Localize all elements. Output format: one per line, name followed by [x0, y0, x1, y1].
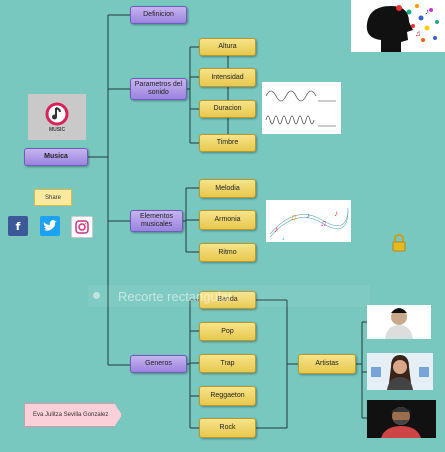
root-label: Musica	[44, 153, 68, 160]
branch-label: Definicion	[143, 11, 174, 18]
node-artistas[interactable]: Artistas	[298, 354, 356, 374]
sound-waves-image	[262, 82, 341, 134]
svg-text:♫: ♫	[290, 212, 297, 222]
music-note-icon	[45, 102, 69, 125]
node-melodia[interactable]: Melodia	[199, 179, 256, 198]
head-silhouette-image: ♪♫	[351, 0, 445, 52]
share-button[interactable]: Share	[34, 189, 72, 206]
node-label: Armonia	[214, 216, 241, 223]
node-timbre[interactable]: Timbre	[199, 134, 256, 152]
root-node[interactable]: Musica	[24, 148, 88, 166]
artist-photo-2	[367, 353, 433, 390]
svg-text:♫: ♫	[320, 218, 327, 228]
instagram-icon[interactable]	[71, 216, 93, 238]
node-label: Artistas	[315, 360, 339, 367]
svg-text:♪: ♪	[425, 7, 429, 16]
artist-photo-3	[367, 400, 436, 438]
node-reggaeton[interactable]: Reggaeton	[199, 386, 256, 406]
artist-photo-1	[367, 305, 431, 339]
node-intensidad[interactable]: Intensidad	[199, 68, 256, 87]
music-logo-image: MUSIC	[28, 94, 86, 140]
branch-parametros[interactable]: Parametros del sonido	[130, 78, 187, 100]
branch-elementos[interactable]: Elementos musicales	[130, 210, 183, 232]
node-trap[interactable]: Trap	[199, 354, 256, 373]
node-banda[interactable]: Banda	[199, 291, 256, 309]
node-ritmo[interactable]: Ritmo	[199, 243, 256, 262]
node-pop[interactable]: Pop	[199, 322, 256, 341]
node-armonia[interactable]: Armonia	[199, 210, 256, 230]
branch-definicion[interactable]: Definicion	[130, 6, 187, 24]
node-rock[interactable]: Rock	[199, 418, 256, 438]
node-label: Ritmo	[218, 248, 237, 256]
branch-label: Elementos musicales	[139, 213, 174, 228]
svg-text:♩: ♩	[282, 235, 289, 242]
branch-generos[interactable]: Generos	[130, 355, 187, 373]
node-label: Melodia	[215, 184, 240, 192]
node-duracion[interactable]: Duracion	[199, 100, 256, 118]
svg-text:♫: ♫	[415, 29, 421, 38]
node-altura[interactable]: Altura	[199, 38, 256, 56]
overlay-dot	[93, 292, 100, 299]
node-label: Duracion	[213, 105, 242, 112]
overlay-caption: Recorte rectangular	[88, 285, 370, 307]
branch-label: Parametros del sonido	[134, 81, 183, 96]
svg-text:♪: ♪	[274, 224, 279, 234]
facebook-icon[interactable]: f	[8, 216, 28, 236]
overlay-caption-text: Recorte rectangular	[118, 288, 233, 304]
node-label: Reggaeton	[210, 392, 245, 399]
node-label: Trap	[220, 359, 235, 367]
node-label: Timbre	[216, 139, 239, 146]
share-label: Share	[44, 194, 61, 201]
music-logo-text: MUSIC	[48, 126, 66, 133]
twitter-icon[interactable]	[40, 216, 60, 236]
node-label: Banda	[217, 296, 238, 303]
node-label: Rock	[219, 424, 236, 431]
node-label: Intensidad	[211, 73, 244, 81]
author-tag: Eva Julitza Sevilla Gonzalez	[24, 403, 122, 427]
svg-text:♪: ♪	[334, 209, 338, 218]
author-name: Eva Julitza Sevilla Gonzalez	[33, 412, 109, 418]
padlock-icon[interactable]	[391, 234, 407, 252]
svg-text:♪: ♪	[306, 211, 310, 220]
music-notes-image: ♪ ♫ ♪ ♫ ♪ ♩	[266, 200, 351, 242]
node-label: Altura	[218, 43, 237, 50]
branch-label: Generos	[145, 360, 172, 367]
node-label: Pop	[221, 327, 234, 335]
